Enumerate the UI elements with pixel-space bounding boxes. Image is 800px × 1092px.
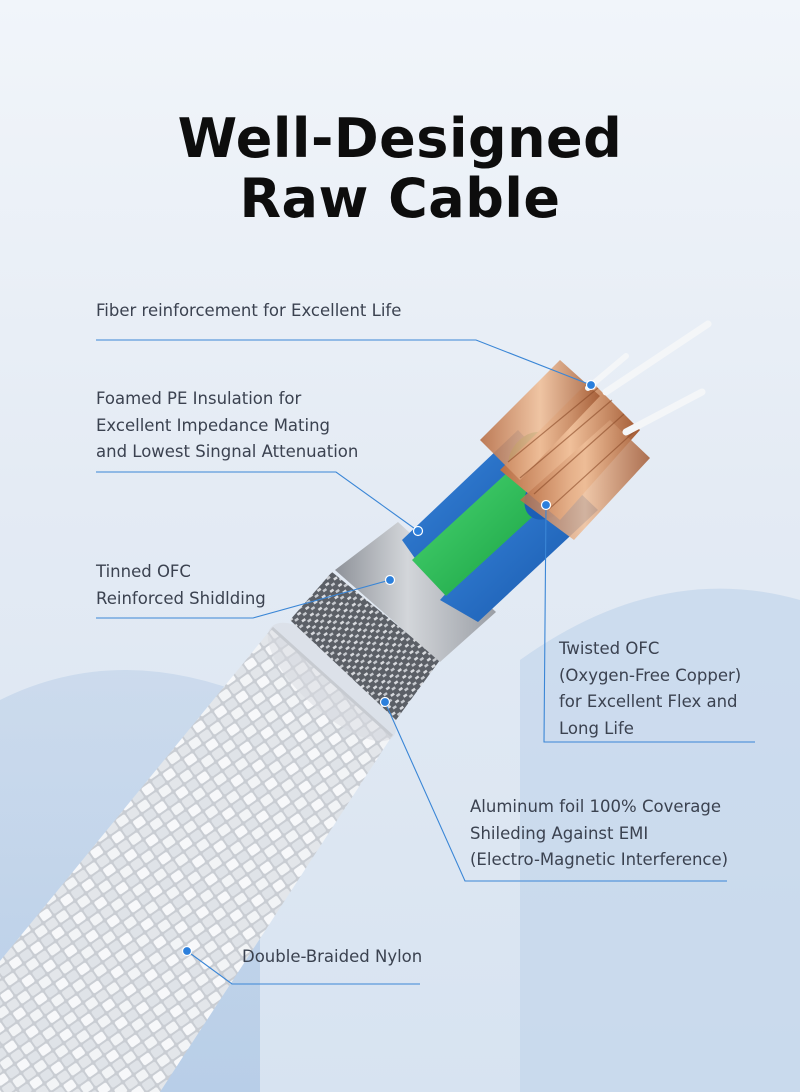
background-wave-right	[520, 588, 800, 1092]
dot-braid	[181, 945, 193, 957]
callout-line: Reinforced Shidlding	[96, 588, 266, 608]
callout-double-braided-nylon: Double-Braided Nylon	[242, 944, 422, 971]
title-line-1: Well-Designed	[177, 107, 623, 170]
callout-twisted-ofc: Twisted OFC (Oxygen-Free Copper) for Exc…	[559, 636, 741, 742]
callout-line: Tinned OFC	[96, 562, 191, 581]
dot-twisted	[540, 499, 552, 511]
callout-line: Excellent Impedance Mating	[96, 415, 331, 435]
callout-line: and Lowest Singnal Attenuation	[96, 442, 359, 461]
callout-line: Fiber reinforcement for Excellent Life	[96, 301, 402, 320]
callout-line: Twisted OFC	[559, 639, 660, 658]
nylon-braid-jacket	[0, 622, 397, 1092]
callout-line: Long Life	[559, 718, 634, 738]
callout-tinned-ofc: Tinned OFC Reinforced Shidlding	[96, 559, 266, 612]
callout-aluminum-foil: Aluminum foil 100% Coverage Shileding Ag…	[470, 794, 728, 874]
tinned-shield-layer	[290, 572, 440, 720]
callout-line: (Oxygen-Free Copper)	[559, 665, 742, 685]
title-line-2: Raw Cable	[239, 167, 561, 230]
dot-foil	[379, 696, 391, 708]
leader-lines	[96, 339, 755, 985]
copper-strands	[480, 360, 650, 540]
callout-dots	[181, 379, 597, 957]
callout-fiber-reinforcement: Fiber reinforcement for Excellent Life	[96, 298, 401, 325]
callout-line: Foamed PE Insulation for	[96, 389, 302, 408]
callout-line: for Excellent Flex and	[559, 692, 738, 711]
callout-line: (Electro-Magnetic Interference)	[470, 850, 729, 869]
callout-line: Aluminum foil 100% Coverage	[470, 797, 722, 816]
callout-foamed-pe-insulation: Foamed PE Insulation for Excellent Imped…	[96, 386, 358, 466]
dot-foamed	[412, 525, 424, 537]
callout-line: Double-Braided Nylon	[242, 947, 423, 966]
dot-tinned	[384, 574, 396, 586]
aluminum-foil-layer	[335, 522, 496, 662]
callout-line: Shileding Against EMI	[470, 823, 649, 843]
dot-fiber	[585, 379, 597, 391]
